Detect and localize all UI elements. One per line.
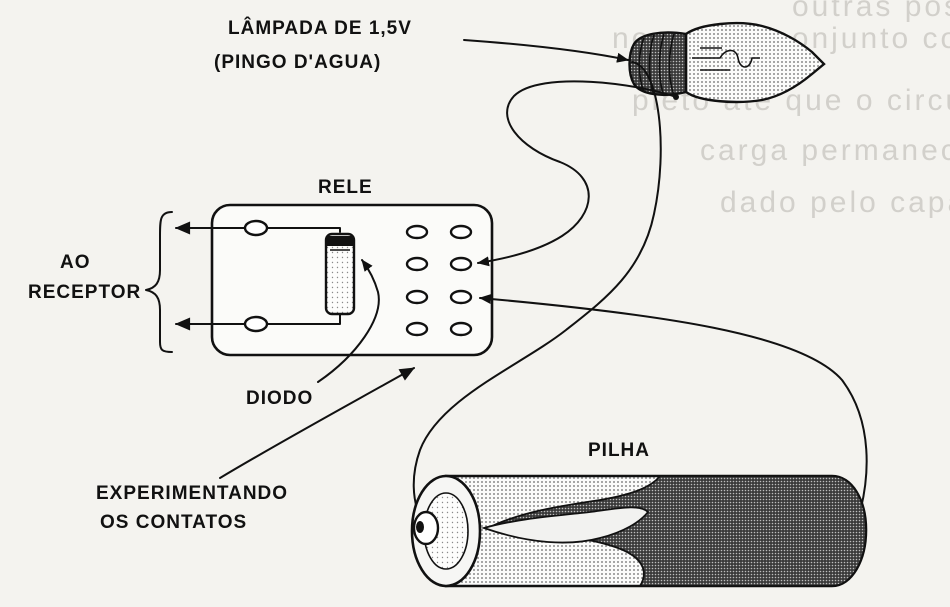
receiver-brace (145, 211, 173, 353)
diode-cathode-band (326, 236, 354, 246)
bleed-line-5: dado pelo capacitor eletrolítico C1 (720, 186, 950, 219)
contact-pins (405, 224, 473, 337)
contact-pin (449, 289, 473, 305)
testing-label-line2: OS CONTATOS (100, 512, 247, 533)
diode-label: DIODO (246, 388, 313, 409)
contact-pin (405, 256, 429, 272)
receiver-label-line2: RECEPTOR (28, 282, 141, 303)
contact-pin (449, 256, 473, 272)
relay-label: RELE (318, 177, 373, 198)
relay (210, 203, 494, 357)
battery (410, 474, 868, 588)
contact-pin (449, 224, 473, 240)
wire-lamp-to-battery (412, 61, 662, 513)
bleed-line-4: carga permanece desligado ou ligado é (700, 134, 950, 167)
receiver-label-line1: AO (60, 252, 91, 273)
lamp-filament (692, 49, 760, 68)
lamp-filament-support (700, 47, 730, 71)
coil-pin-top (243, 219, 269, 237)
wire-battery-to-relay (479, 293, 868, 527)
lamp-label-line1: LÂMPADA DE 1,5V (228, 17, 412, 39)
battery-terminal-center (416, 521, 424, 533)
diode-lead-bottom (266, 313, 341, 325)
testing-pointer (219, 367, 415, 479)
battery-terminal-cap (412, 510, 440, 546)
contact-pin (405, 321, 429, 337)
battery-wrapper-flame (480, 506, 650, 544)
battery-label-band (485, 475, 867, 587)
testing-label-line1: EXPERIMENTANDO (96, 483, 288, 504)
battery-label: PILHA (588, 440, 650, 461)
bleed-line-1: outras possibilidades (792, 0, 950, 23)
coil-pin-bottom (243, 315, 269, 333)
wire-lamp-to-relay (477, 80, 677, 267)
contact-pin (405, 289, 429, 305)
diode-pointer (317, 259, 380, 383)
lamp-screw-base (628, 31, 688, 96)
lamp-label-line2: (PINGO D'AGUA) (214, 52, 381, 73)
diode (266, 227, 356, 325)
lamp-label-arrow (463, 39, 629, 63)
contact-pin (449, 321, 473, 337)
diode-body (324, 232, 356, 316)
lamp-bulb (684, 21, 826, 104)
receiver-connection (145, 211, 246, 353)
diode-lead-top (266, 227, 341, 233)
contact-pin (405, 224, 429, 240)
